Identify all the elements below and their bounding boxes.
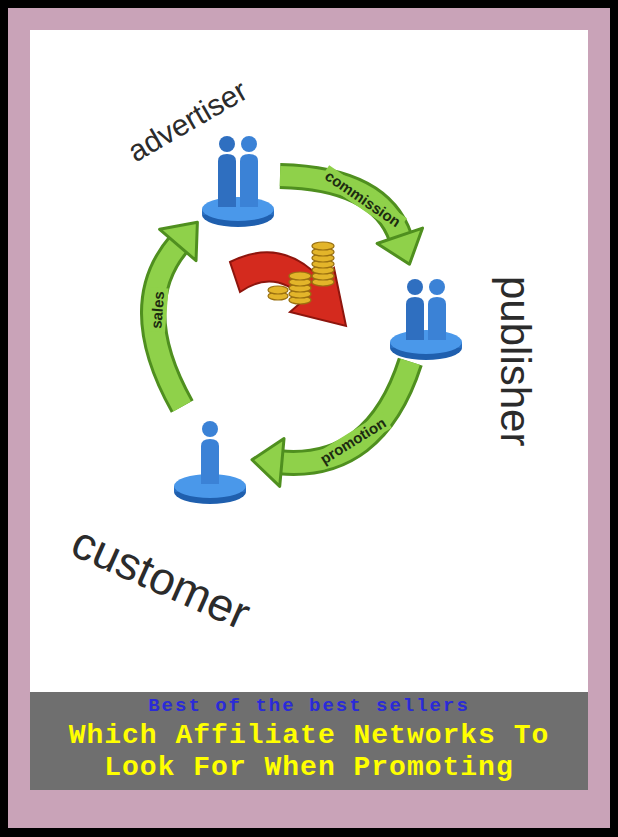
actor-node: customer [172, 410, 248, 502]
arrow-heads [252, 439, 284, 487]
person-body [406, 297, 424, 340]
actor-label: publisher [494, 276, 536, 446]
arrow-heads [377, 228, 422, 264]
actor-figure [172, 410, 248, 502]
arrow-head [377, 228, 422, 264]
arrow-label: sales [147, 288, 169, 333]
caption-band: Best of the best sellers Which Affiliate… [30, 692, 588, 790]
actor-figure [388, 268, 464, 358]
person-head [202, 421, 218, 437]
subtitle-text: Best of the best sellers [30, 695, 588, 717]
person-head [407, 279, 423, 295]
person-head [241, 136, 257, 152]
actor-figure [200, 125, 276, 225]
arrow-head [160, 222, 198, 260]
actor-node: publisher [388, 268, 464, 358]
red-arrow [230, 252, 346, 326]
person-body [428, 297, 446, 340]
actor-node: advertiser [200, 125, 276, 225]
person-body [240, 154, 258, 207]
flow-arrow [252, 362, 410, 487]
disc-top [202, 197, 274, 221]
coin-stack [268, 242, 334, 304]
arrow-head [252, 439, 284, 487]
arrow-heads [160, 222, 198, 260]
person-body [218, 154, 236, 207]
coin [289, 272, 311, 280]
disc-top [390, 330, 462, 354]
person-head [219, 136, 235, 152]
person-body [201, 439, 219, 484]
person-head [429, 279, 445, 295]
coin [312, 242, 334, 250]
coin [268, 286, 288, 294]
title-text: Which Affiliate Networks To Look For Whe… [38, 720, 580, 784]
